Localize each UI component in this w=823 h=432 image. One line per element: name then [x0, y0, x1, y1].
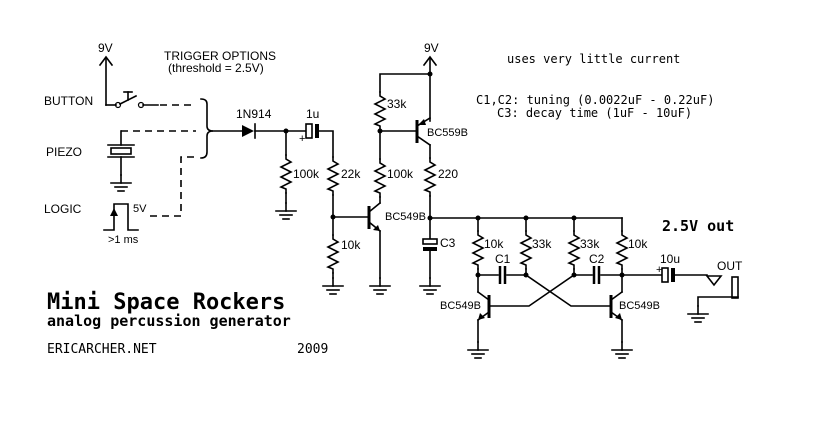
output-label: OUT [717, 259, 743, 273]
resistor-22k-icon [327, 156, 339, 196]
note-current: uses very little current [507, 52, 680, 66]
svg-text:+: + [299, 133, 305, 145]
page-title: Mini Space Rockers [47, 290, 285, 315]
transistor-right-icon [609, 274, 624, 322]
year-label: 2009 [297, 342, 328, 357]
resistor-100k-b-icon [374, 158, 386, 198]
input-capacitor-icon: + [299, 123, 319, 145]
oscillator-stage: 10k 33k 33k 10k C1 C2 [440, 215, 660, 359]
logic-pulse-icon [103, 203, 139, 231]
capacitor-c3-label: C3 [440, 236, 456, 250]
supply-arrow-icon-2 [422, 55, 438, 67]
transistor-left-label: BC549B [440, 300, 481, 312]
button-label: BUTTON [44, 94, 93, 108]
note-decay: C3: decay time (1uF - 10uF) [497, 106, 692, 120]
resistor-10k-left-label: 10k [484, 237, 504, 251]
logic-voltage: 5V [133, 203, 147, 215]
capacitor-c2-icon [592, 266, 601, 284]
transistor-npn-icon [332, 201, 382, 233]
resistor-33k-right-label: 33k [580, 237, 600, 251]
capacitor-c2-label: C2 [589, 252, 605, 266]
resistor-10k-label: 10k [341, 238, 361, 252]
input-stage: 1N914 + 1u 100k 22k 10k [236, 107, 426, 295]
supply-arrow-icon [98, 55, 114, 67]
resistor-33k-right-icon [568, 230, 580, 270]
transistor-right-label: BC549B [619, 300, 660, 312]
svg-text:+: + [656, 264, 662, 276]
logic-pulse-width: >1 ms [108, 234, 139, 246]
capacitor-c1-label: C1 [495, 252, 511, 266]
supply-label: 9V [424, 41, 439, 55]
resistor-33k-label: 33k [387, 97, 407, 111]
trigger-section: 9V TRIGGER OPTIONS (threshold = 2.5V) BU… [44, 41, 276, 246]
resistor-33k-left-icon [520, 230, 532, 270]
transistor-left-icon [476, 274, 491, 322]
resistor-100k-icon [280, 154, 292, 194]
output-jack-sleeve-icon [731, 276, 739, 299]
input-capacitor-label: 1u [306, 107, 319, 121]
output-stage: + 10u OUT 2.5V out [621, 217, 743, 323]
resistor-10k-right-label: 10k [628, 237, 648, 251]
decay-stage: 9V 33k 100k BC559B 220 C3 [374, 41, 623, 295]
piezo-element-icon [107, 130, 196, 192]
output-level-label: 2.5V out [662, 217, 734, 235]
brace-icon [200, 98, 214, 159]
transistor-pnp-label: BC559B [427, 127, 468, 139]
website-label: ERICARCHER.NET [47, 342, 157, 357]
piezo-label: PIEZO [46, 145, 82, 159]
logic-label: LOGIC [44, 202, 82, 216]
diode-icon [242, 123, 256, 139]
resistor-100k-b-label: 100k [387, 167, 414, 181]
resistor-33k-icon [374, 91, 386, 131]
transistor-npn-label: BC549B [385, 211, 426, 223]
page-subtitle: analog percussion generator [47, 312, 291, 330]
note-tuning: C1,C2: tuning (0.0022uF - 0.22uF) [476, 93, 714, 107]
resistor-220-label: 220 [438, 167, 458, 181]
resistor-22k-label: 22k [341, 167, 361, 181]
output-capacitor-label: 10u [660, 252, 680, 266]
resistor-10k-left-icon [472, 230, 484, 270]
output-jack-tip-icon [705, 275, 723, 287]
trigger-options-header: TRIGGER OPTIONS [164, 49, 276, 63]
resistor-33k-left-label: 33k [532, 237, 552, 251]
resistor-10k-icon [327, 234, 339, 274]
diode-label: 1N914 [236, 107, 272, 121]
transistor-pnp-icon [379, 116, 432, 147]
capacitor-c1-icon [498, 266, 507, 284]
trigger-threshold: (threshold = 2.5V) [168, 61, 264, 75]
resistor-10k-right-icon [616, 230, 628, 270]
capacitor-c3-icon [422, 238, 438, 251]
pushbutton-switch-icon [105, 91, 159, 109]
resistor-220-icon [424, 157, 436, 197]
resistor-100k-label: 100k [293, 167, 320, 181]
output-capacitor-icon: + [656, 264, 675, 283]
trigger-supply-label: 9V [98, 41, 113, 55]
